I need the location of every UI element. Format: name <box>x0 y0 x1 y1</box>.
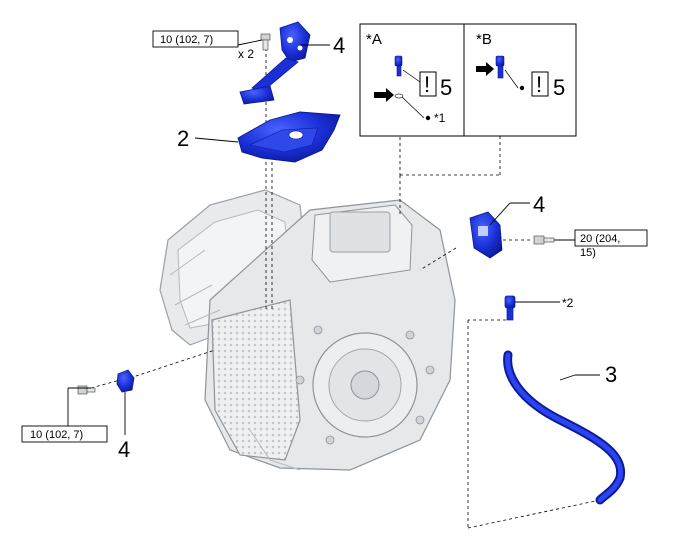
svg-text:15): 15) <box>580 247 596 259</box>
bolt-right <box>533 235 555 245</box>
note-2-label: *2 <box>562 296 574 310</box>
svg-text:!: ! <box>536 72 542 97</box>
callout-lower-bracket: 4 <box>118 437 130 462</box>
svg-text:!: ! <box>424 72 430 97</box>
inset-panel: *A *1 ! 5 *B ! 5 <box>359 23 577 137</box>
upper-cover <box>237 111 341 163</box>
torque-box-right: 20 (204, 15) <box>574 229 648 259</box>
callout-hose: 3 <box>605 362 617 387</box>
torque-box-top: 10 (102, 7) <box>152 30 239 48</box>
info-icon: ! <box>419 71 437 97</box>
torque-box-left: 10 (102, 7) <box>21 425 108 443</box>
panel-a-note: *1 <box>434 111 446 125</box>
bolt-top <box>260 33 271 51</box>
panel-b-part <box>495 55 505 79</box>
panel-a-part <box>394 55 404 99</box>
svg-text:10 (102, 7): 10 (102, 7) <box>30 429 83 441</box>
bolt-quantity: x 2 <box>238 47 254 61</box>
svg-text:20 (204,: 20 (204, <box>580 233 620 245</box>
info-icon: ! <box>531 71 549 97</box>
hose <box>503 350 626 505</box>
hose-connector <box>504 295 516 321</box>
bracket-right <box>469 211 503 259</box>
bracket-lower <box>116 369 135 393</box>
callout-upper-cover: 2 <box>177 126 189 151</box>
arrow-icon <box>374 88 394 102</box>
callout-top-bracket: 4 <box>333 33 345 58</box>
svg-text:10 (102, 7): 10 (102, 7) <box>160 34 213 46</box>
panel-a-title: *A <box>366 31 382 48</box>
callout-right-bracket: 4 <box>533 192 545 217</box>
panel-b-info-number: 5 <box>553 75 565 100</box>
transmission-assembly <box>159 189 456 471</box>
leader-lines <box>67 39 600 435</box>
arrow-icon <box>476 62 494 76</box>
panel-a-info-number: 5 <box>440 75 452 100</box>
bracket-top <box>239 21 311 105</box>
panel-b-title: *B <box>476 31 492 48</box>
